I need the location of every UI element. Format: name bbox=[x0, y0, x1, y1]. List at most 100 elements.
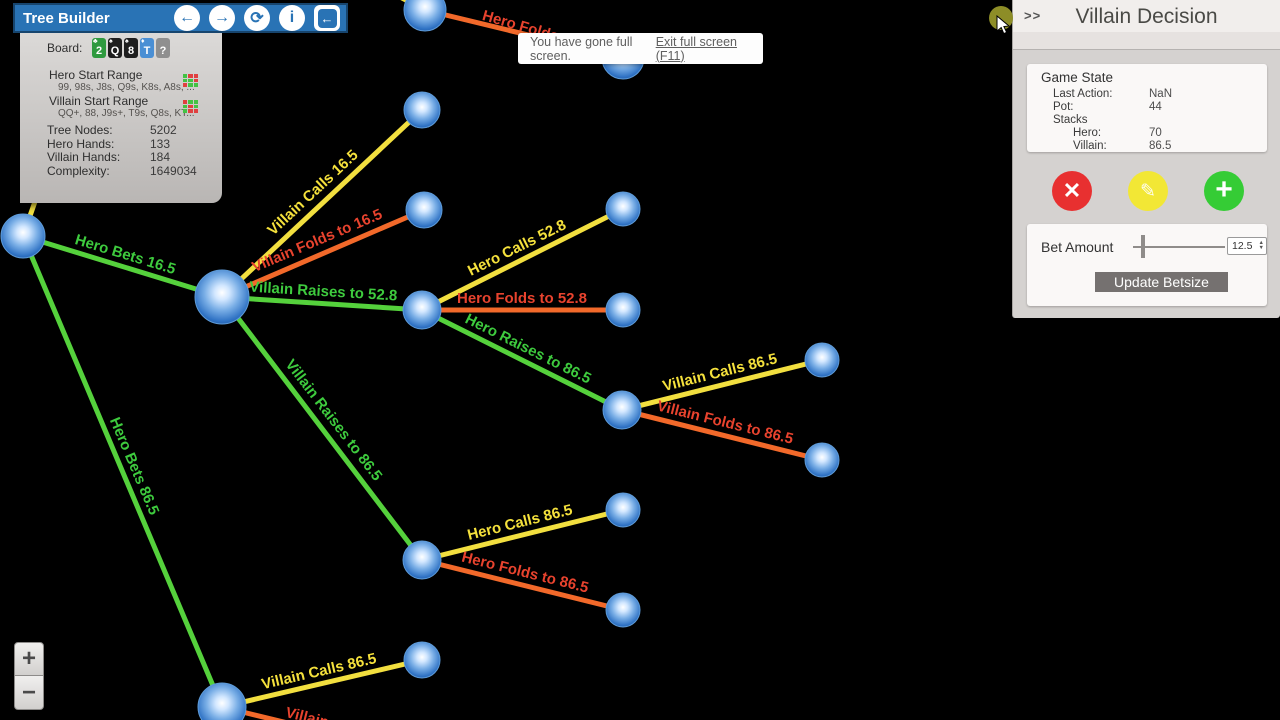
tree-node[interactable] bbox=[194, 269, 250, 325]
gs-label: Pot: bbox=[1053, 101, 1074, 113]
tree-edge bbox=[219, 107, 425, 300]
bet-amount-slider-track[interactable] bbox=[1133, 246, 1225, 248]
board-card: ♠Q bbox=[108, 38, 122, 58]
tree-edge bbox=[419, 307, 625, 413]
collapse-panel-button[interactable]: >> bbox=[1024, 8, 1042, 23]
card-rank: 2 bbox=[95, 45, 103, 57]
refresh-button[interactable]: ⟳ bbox=[244, 5, 270, 31]
bet-amount-slider-handle[interactable] bbox=[1141, 235, 1145, 258]
add-node-button[interactable]: + bbox=[1204, 171, 1244, 211]
tree-node[interactable] bbox=[605, 292, 641, 328]
stat-label: Tree Nodes: bbox=[47, 123, 113, 137]
delete-node-button[interactable]: ✕ bbox=[1052, 171, 1092, 211]
card-rank: ? bbox=[159, 45, 167, 57]
tree-node[interactable] bbox=[403, 91, 441, 129]
bet-amount-box: Bet Amount 12.5 ▲▼ Update Betsize bbox=[1027, 224, 1267, 306]
card-rank: T bbox=[143, 45, 151, 57]
refresh-icon: ⟳ bbox=[250, 10, 264, 27]
panel-title: Villain Decision bbox=[1075, 5, 1218, 28]
titlebar-buttons: ← → ⟳ i ← bbox=[174, 5, 340, 31]
zoom-out-button[interactable]: − bbox=[14, 676, 44, 710]
x-icon: ✕ bbox=[1062, 178, 1082, 203]
tree-edge-label: Villain Folds to 16.5 bbox=[250, 206, 385, 276]
board-card: ♣2 bbox=[92, 38, 106, 58]
board-card: ♦T bbox=[140, 38, 154, 58]
tree-edge-label: Hero Folds to 52.8 bbox=[457, 290, 587, 307]
spinner-icon[interactable]: ▲▼ bbox=[1258, 240, 1264, 251]
tree-node[interactable] bbox=[0, 213, 46, 259]
forward-button[interactable]: → bbox=[209, 5, 235, 31]
gs-value: 70 bbox=[1149, 127, 1162, 139]
villain-range-value: QQ+, 88, J9s+, T9s, Q8s, KT... bbox=[58, 108, 195, 119]
stat-label: Villain Hands: bbox=[47, 150, 121, 164]
tree-node[interactable] bbox=[804, 342, 840, 378]
tree-node[interactable] bbox=[403, 0, 447, 32]
tree-edge-label: Hero Raises to 86.5 bbox=[462, 310, 593, 387]
pencil-icon: ✎ bbox=[1140, 180, 1156, 202]
tree-edge bbox=[219, 294, 425, 563]
spade-icon: ♠ bbox=[125, 38, 129, 45]
tree-node[interactable] bbox=[602, 390, 642, 430]
tree-edge bbox=[419, 557, 626, 613]
tree-edge bbox=[20, 233, 225, 300]
tree-edge bbox=[219, 657, 425, 710]
forward-icon: → bbox=[214, 9, 230, 26]
info-button[interactable]: i bbox=[279, 5, 305, 31]
stat-label: Complexity: bbox=[47, 164, 110, 178]
tree-edge bbox=[619, 357, 825, 413]
tree-edge bbox=[219, 207, 427, 300]
gs-label: Stacks bbox=[1053, 114, 1088, 126]
tree-node[interactable] bbox=[197, 682, 247, 720]
card-rank: Q bbox=[110, 45, 120, 57]
bet-amount-value: 12.5 bbox=[1232, 240, 1253, 252]
exit-button[interactable]: ← bbox=[314, 5, 340, 31]
game-state-title: Game State bbox=[1041, 70, 1114, 85]
tree-node[interactable] bbox=[403, 641, 441, 679]
tree-node[interactable] bbox=[804, 442, 840, 478]
zoom-controls: + − bbox=[14, 642, 44, 710]
bet-amount-label: Bet Amount bbox=[1041, 239, 1114, 255]
board-card: ♠8 bbox=[124, 38, 138, 58]
tree-node[interactable] bbox=[605, 191, 641, 227]
back-button[interactable]: ← bbox=[174, 5, 200, 31]
titlebar: Tree Builder ← → ⟳ i ← bbox=[13, 3, 348, 33]
update-betsize-button[interactable]: Update Betsize bbox=[1095, 272, 1228, 292]
diamond-icon: ♦ bbox=[141, 38, 145, 45]
tree-edge-label: Hero Calls 52.8 bbox=[465, 216, 569, 279]
plus-icon: + bbox=[1215, 172, 1233, 206]
tree-edge bbox=[419, 507, 626, 563]
tree-node[interactable] bbox=[605, 492, 641, 528]
tree-node[interactable] bbox=[402, 290, 442, 330]
stat-value: 1649034 bbox=[150, 164, 197, 178]
villain-range-grid-icon[interactable] bbox=[183, 100, 198, 113]
bet-amount-input[interactable]: 12.5 ▲▼ bbox=[1227, 237, 1267, 255]
villain-range-label: Villain Start Range bbox=[49, 94, 149, 108]
tree-node[interactable] bbox=[402, 540, 442, 580]
gs-value: NaN bbox=[1149, 88, 1173, 100]
fullscreen-notification: You have gone full screen. Exit full scr… bbox=[518, 33, 763, 64]
stat-complexity: Complexity: 1649034 bbox=[47, 164, 207, 178]
tree-node[interactable] bbox=[605, 592, 641, 628]
hero-range-grid-icon[interactable] bbox=[183, 74, 198, 87]
tree-edge-label: Villain bbox=[284, 704, 331, 720]
gs-label: Hero: bbox=[1073, 127, 1102, 139]
tree-edge bbox=[219, 704, 286, 720]
tree-node[interactable] bbox=[405, 191, 443, 229]
hero-range-label: Hero Start Range bbox=[49, 68, 143, 82]
info-icon: i bbox=[289, 9, 295, 26]
hero-range-value: 99, 98s, J8s, Q9s, K8s, A8s, ... bbox=[58, 82, 195, 93]
back-icon: ← bbox=[179, 9, 195, 26]
gs-label: Last Action: bbox=[1053, 88, 1113, 100]
edit-node-button[interactable]: ✎ bbox=[1128, 171, 1168, 211]
exit-fullscreen-link[interactable]: Exit full screen (F11) bbox=[655, 34, 737, 63]
panel-header bbox=[1013, 0, 1280, 32]
board-label: Board: bbox=[47, 41, 83, 55]
stat-value: 184 bbox=[150, 150, 171, 164]
board-card: ? bbox=[156, 38, 170, 58]
zoom-in-button[interactable]: + bbox=[14, 642, 44, 676]
tree-edge bbox=[219, 294, 425, 313]
club-icon: ♣ bbox=[93, 38, 98, 45]
stat-value: 5202 bbox=[150, 123, 177, 137]
